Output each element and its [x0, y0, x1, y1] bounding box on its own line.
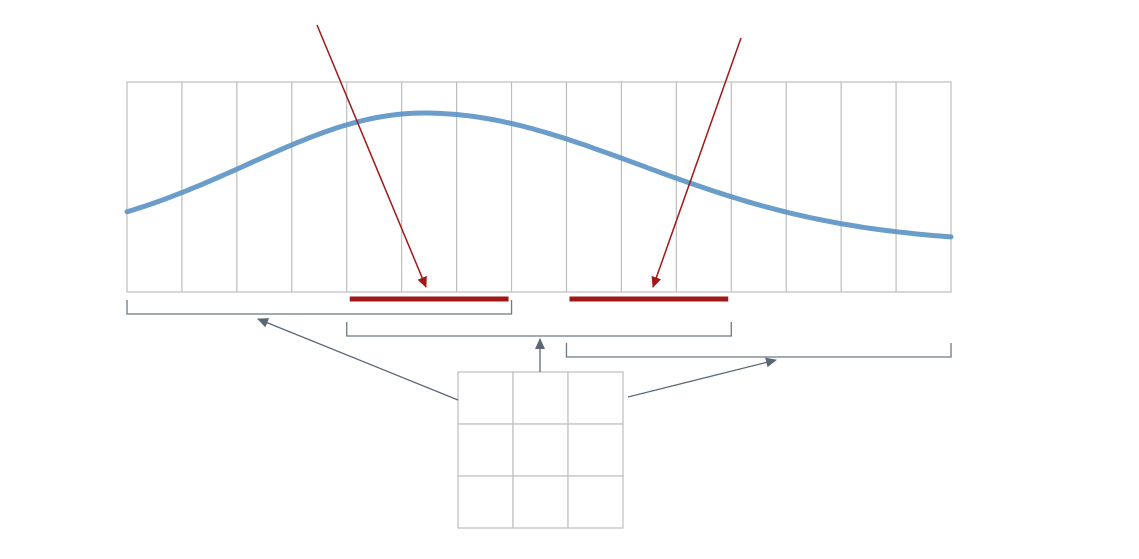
kernel-grid [457, 371, 624, 529]
kernel-cell [512, 371, 569, 425]
kernel-cell [512, 423, 569, 477]
kernel-cell [457, 475, 514, 529]
signal-strip [124, 81, 954, 293]
kernel-cell [567, 423, 624, 477]
window-bracket-3 [565, 343, 952, 358]
kernel-arrow-left [257, 318, 459, 401]
pointer-arrows [316, 24, 742, 288]
signal-columns [181, 82, 897, 292]
pointer-arrow-right [651, 37, 742, 288]
signal-frame [126, 81, 952, 293]
kernel-cell [457, 423, 514, 477]
window-brackets [126, 300, 952, 358]
window-bracket-2 [346, 322, 732, 337]
window-bracket-1 [126, 300, 513, 315]
kernel-cell [567, 475, 624, 529]
kernel-arrow-right [627, 357, 777, 398]
kernel-cell [512, 475, 569, 529]
signal-curve [124, 110, 954, 240]
kernel-cell [457, 371, 514, 425]
pointer-arrow-left [316, 24, 427, 288]
kernel-cell [567, 371, 624, 425]
kernel-arrows [257, 318, 777, 401]
